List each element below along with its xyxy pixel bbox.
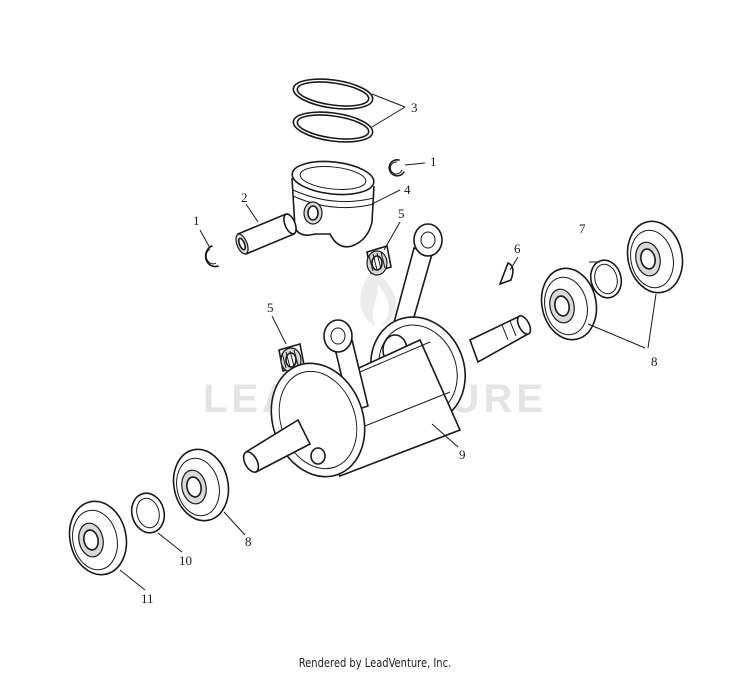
shim-ring [589,259,623,299]
needle-bearing-upper [366,244,392,276]
leader-lines [119,93,657,591]
circlip-lower [204,245,219,268]
bearing-right-inner [540,267,598,341]
circlip-upper [388,159,405,177]
callout-5-lower: 5 [267,300,274,315]
callout-10: 10 [179,553,192,568]
callout-4: 4 [404,182,411,197]
bearing-outer-left [68,500,128,576]
callout-7: 7 [579,221,586,236]
watermark-flame-logo [360,270,397,326]
woodruff-key [498,261,514,286]
callout-9: 9 [459,447,466,462]
needle-bearing-lower [278,342,305,373]
callout-1-upper: 1 [430,154,437,169]
callout-8-left: 8 [245,534,252,549]
callout-8-right: 8 [651,354,658,369]
piston-pin [235,212,297,256]
spacer-ring [130,492,166,534]
piston-rings [292,78,374,143]
callout-labels: 3 1 4 2 1 5 5 6 7 8 9 8 10 11 [141,100,658,606]
callout-1-lower: 1 [193,213,200,228]
callout-5-upper: 5 [398,206,405,221]
footer-credit: Rendered by LeadVenture, Inc. [298,656,452,670]
crankshaft-assembly [242,223,532,478]
callout-2: 2 [241,190,248,205]
callout-6: 6 [514,241,521,256]
callout-11: 11 [141,591,154,606]
piston [291,160,375,248]
callout-3: 3 [411,100,418,115]
bearing-left [172,448,230,522]
bearing-right-outer [626,220,684,294]
